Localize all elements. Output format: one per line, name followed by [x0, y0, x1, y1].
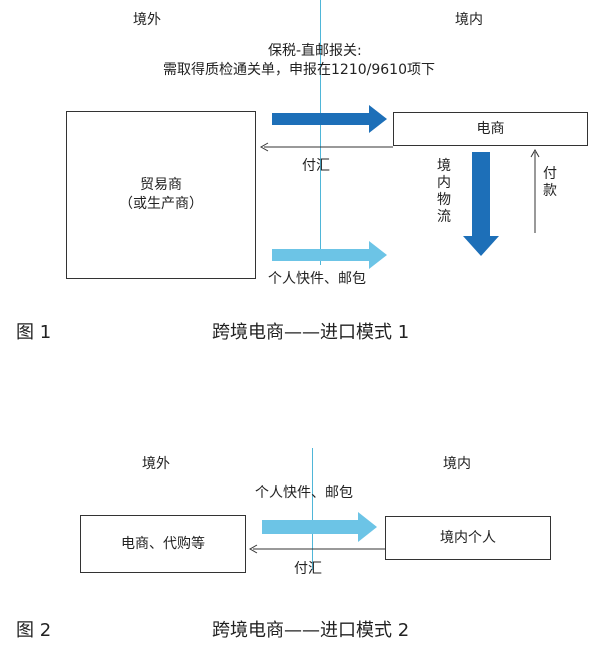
region-outside-label: 境外 — [142, 456, 170, 472]
remittance-label: 付汇 — [302, 158, 330, 174]
remittance-label: 付汇 — [294, 561, 322, 577]
ecommerce-label: 电商 — [476, 120, 505, 137]
parcel-label: 个人快件、邮包 — [268, 271, 366, 287]
logistics-arrow — [463, 152, 499, 256]
domestic-individual-label: 境内个人 — [440, 529, 496, 546]
seller-label: 电商、代购等 — [121, 535, 205, 552]
figure-2-number: 图 2 — [16, 620, 52, 641]
region-inside-label: 境内 — [455, 12, 483, 28]
figure-1-number: 图 1 — [16, 322, 52, 343]
figure-1-title: 跨境电商——进口模式 1 — [212, 322, 410, 343]
trader-sub-label: （或生产商） — [119, 196, 203, 212]
seller-box: 电商、代购等 — [80, 515, 246, 573]
parcel-label: 个人快件、邮包 — [255, 485, 353, 501]
trader-label: 贸易商 — [140, 177, 182, 194]
remittance-arrowhead — [259, 142, 269, 152]
domestic-logistics-label: 境内物流 — [437, 158, 451, 225]
region-outside-label: 境外 — [133, 12, 161, 28]
trader-box: 贸易商 （或生产商） — [66, 111, 256, 279]
parcel-arrow — [262, 512, 377, 542]
ecommerce-box: 电商 — [393, 112, 588, 146]
bonded-note-line2: 需取得质检通关单，申报在1210/9610项下 — [163, 62, 435, 78]
region-inside-label: 境内 — [443, 456, 471, 472]
domestic-individual-box: 境内个人 — [385, 516, 551, 560]
parcel-arrow — [272, 241, 387, 269]
bonded-note-line1: 保税-直邮报关: — [268, 43, 362, 59]
payment-label: 付款 — [543, 166, 557, 199]
remittance-arrowhead — [248, 544, 258, 554]
border-line — [312, 448, 313, 570]
figure-2-title: 跨境电商——进口模式 2 — [212, 620, 410, 641]
border-line — [320, 0, 321, 265]
shipping-arrow — [272, 105, 387, 133]
payment-arrowhead — [530, 148, 540, 158]
